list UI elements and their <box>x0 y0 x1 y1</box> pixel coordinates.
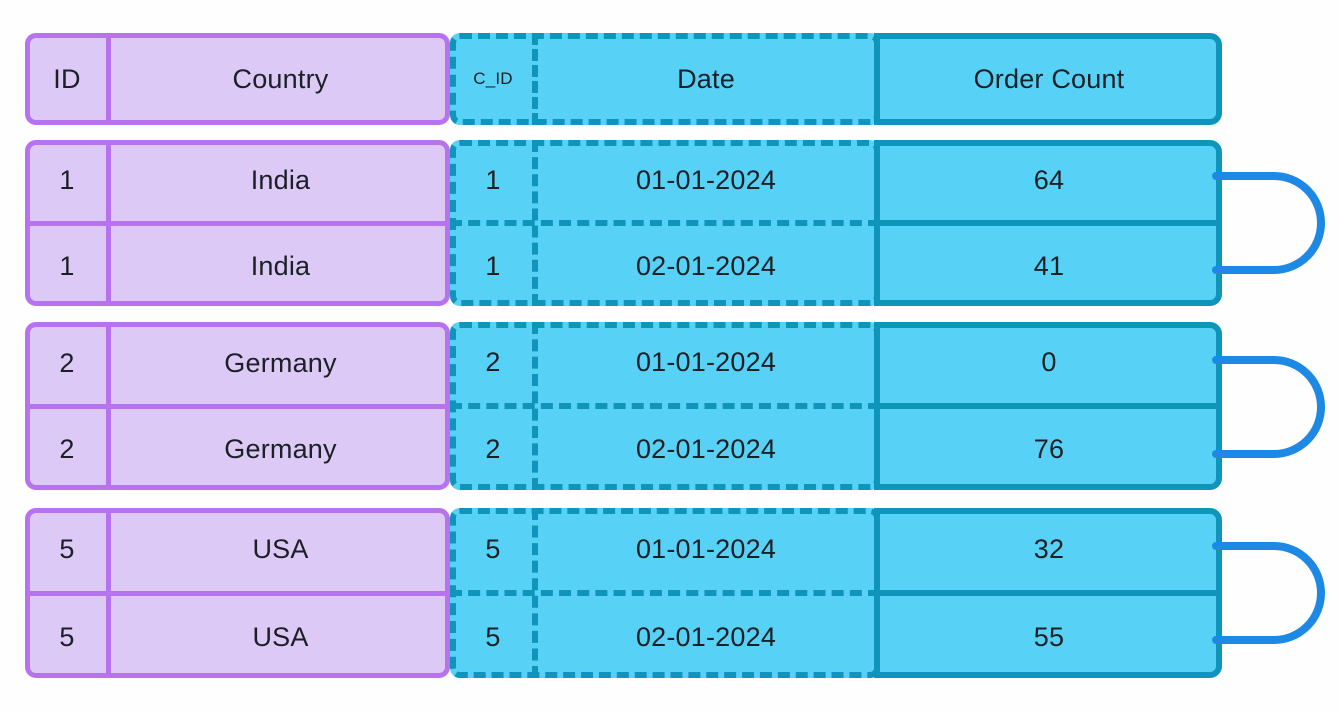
left-group-row-divider <box>25 404 450 409</box>
right-cell-date: 01-01-2024 <box>635 164 777 195</box>
right-header-cid: C_ID <box>473 69 513 88</box>
left-table-header-block <box>25 33 450 125</box>
left-header-country: Country <box>232 63 329 94</box>
right-cell-date: 02-01-2024 <box>635 250 777 281</box>
right-table-header-ordercount-block <box>874 33 1222 125</box>
right-header-cid-date-divider <box>532 33 538 125</box>
left-cell-id: 1 <box>59 165 75 195</box>
right-cell-order-count: 64 <box>1033 164 1065 195</box>
right-cell-date: 02-01-2024 <box>635 621 777 652</box>
left-header-id: ID <box>53 63 81 94</box>
left-cell-id: 5 <box>59 534 75 564</box>
right-group-row-divider-solid <box>874 220 1222 226</box>
left-cell-id: 2 <box>59 434 75 464</box>
group-bracket-connector <box>1212 530 1340 656</box>
left-cell-country: India <box>250 165 311 195</box>
left-cell-id: 2 <box>59 347 75 378</box>
right-header-order-count: Order Count <box>973 63 1125 94</box>
right-group-row-divider-solid <box>874 590 1222 596</box>
right-cell-order-count: 41 <box>1033 250 1065 281</box>
left-group-row-divider <box>25 591 450 596</box>
group-bracket-connector <box>1212 344 1340 470</box>
right-cell-cid: 2 <box>485 347 501 377</box>
right-group-row-divider-solid <box>874 403 1222 409</box>
right-group-row-divider-dashed <box>450 403 880 409</box>
right-cell-order-count: 55 <box>1033 621 1065 652</box>
left-group-row-divider <box>25 221 450 226</box>
right-cell-date: 01-01-2024 <box>635 347 777 377</box>
right-header-date: Date <box>677 63 735 94</box>
left-cell-id: 1 <box>59 250 75 281</box>
right-cell-date: 02-01-2024 <box>635 434 777 464</box>
right-group-row-divider-dashed <box>450 590 880 596</box>
left-cell-id: 5 <box>59 621 75 652</box>
left-cell-country: Germany <box>224 347 337 378</box>
left-header-divider <box>106 33 111 125</box>
right-cell-cid: 5 <box>485 533 501 564</box>
left-cell-country: USA <box>252 621 309 652</box>
left-cell-country: India <box>250 250 311 281</box>
right-table-header-dashed-block <box>450 33 880 125</box>
right-cell-cid: 5 <box>485 621 501 652</box>
left-cell-country: USA <box>252 534 309 564</box>
right-cell-cid: 1 <box>485 250 501 281</box>
right-cell-order-count: 0 <box>1041 347 1057 377</box>
right-cell-cid: 1 <box>485 164 501 195</box>
right-cell-date: 01-01-2024 <box>635 533 777 564</box>
right-cell-cid: 2 <box>485 434 501 464</box>
group-bracket-connector <box>1212 160 1340 286</box>
right-group-row-divider-dashed <box>450 220 880 226</box>
left-cell-country: Germany <box>224 434 337 464</box>
right-cell-order-count: 76 <box>1033 434 1065 464</box>
right-cell-order-count: 32 <box>1033 533 1065 564</box>
